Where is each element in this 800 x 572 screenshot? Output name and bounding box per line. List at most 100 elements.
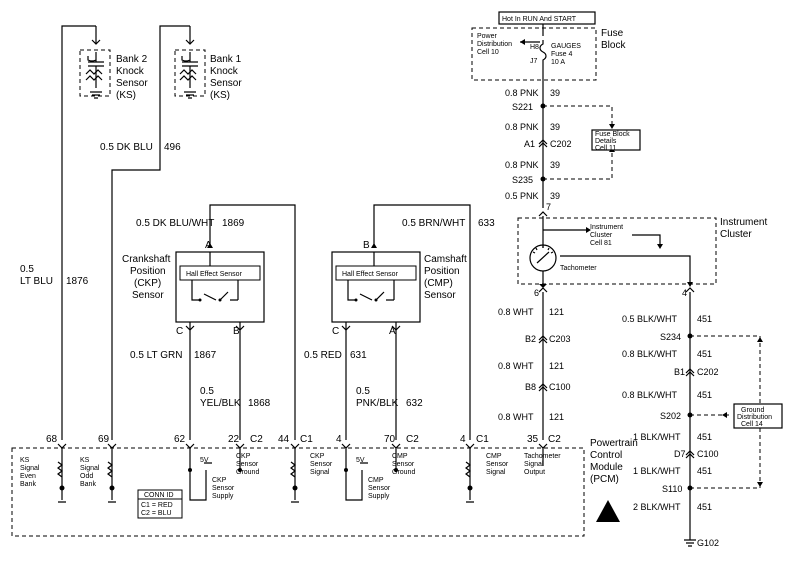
pin-22: 22 xyxy=(228,434,240,445)
ckp-wire-1867-circuit: 1867 xyxy=(194,350,217,361)
ckp-wire-1868-size: 0.5 xyxy=(200,386,214,397)
c202-pin-a1: A1 xyxy=(524,139,535,149)
h8-pin: H8 xyxy=(530,44,539,51)
ckp-hall-label: Hall Effect Sensor xyxy=(186,271,243,278)
tach-wire-1: 0.8 WHT xyxy=(498,307,534,317)
connector-c203 xyxy=(538,335,548,344)
cmp-sensor-box xyxy=(331,251,421,323)
cmp-signal-2: Sensor xyxy=(486,461,509,468)
ks-even-1: KS xyxy=(20,457,30,464)
wire-pnk-1-circuit: 39 xyxy=(550,88,560,98)
ckp-wire-1868-circuit: 1868 xyxy=(248,398,271,409)
c202-pin-b1: B1 xyxy=(674,367,685,377)
gnd-wire-5-circuit: 451 xyxy=(697,466,712,476)
cmp-label-4: Sensor xyxy=(424,290,456,301)
ckp-pin-c: C xyxy=(176,326,183,337)
bank1-label-1: Bank 1 xyxy=(210,54,242,65)
gnd-wire-6: 2 BLK/WHT xyxy=(633,502,681,512)
ks-wire-1876-circuit: 1876 xyxy=(66,276,89,287)
c100-pin-d7: D7 xyxy=(674,449,686,459)
pin-69: 69 xyxy=(98,434,110,445)
cmp-supply-2: Sensor xyxy=(368,485,391,492)
tach-out-1: Tachometer xyxy=(524,453,561,460)
wire-pnk-4: 0.5 PNK xyxy=(505,191,539,201)
gnd-wire-2: 0.8 BLK/WHT xyxy=(622,349,678,359)
ckp-pin-b: B xyxy=(233,326,240,337)
cmp-label-1: Camshaft xyxy=(424,254,467,265)
bank2-label-1: Bank 2 xyxy=(116,54,148,65)
bank2-label-2: Knock xyxy=(116,66,145,77)
pin-22-conn: C2 xyxy=(250,434,263,445)
cluster-pin-6: 6 xyxy=(534,288,539,298)
cluster-ref-3: Cell 81 xyxy=(590,240,612,247)
ckp-label-3: (CKP) xyxy=(134,278,161,289)
c203-pin: B2 xyxy=(525,334,536,344)
pin-4-conn: C1 xyxy=(476,434,489,445)
c100-pin-b8: B8 xyxy=(525,382,536,392)
pcm-title-4: (PCM) xyxy=(590,474,619,485)
ckp-sensor-box xyxy=(175,251,265,323)
splice-s235-label: S235 xyxy=(512,175,533,185)
cluster-ref-2: Cluster xyxy=(590,232,613,239)
tach-out-3: Output xyxy=(524,469,545,476)
ckp-wire-1868-color: YEL/BLK xyxy=(200,398,241,409)
ckp-signal-3: Signal xyxy=(310,469,330,476)
cmp-ground-1: CMP xyxy=(392,453,408,460)
cmp-pin-b: B xyxy=(363,240,370,251)
fuse-details-2: Details xyxy=(595,138,617,145)
pin-44-conn: C1 xyxy=(300,434,313,445)
bank1-label-4: (KS) xyxy=(210,90,230,101)
ckp-supply-2: Sensor xyxy=(212,485,235,492)
gauges-fuse-3: 10 A xyxy=(551,59,565,66)
bank2-knock-sensor xyxy=(79,26,111,99)
cmp-label-2: Position xyxy=(424,266,460,277)
power-dist-ref-2: Distribution xyxy=(477,41,512,48)
fuse-block-title: Fuse xyxy=(601,28,624,39)
gnd-dist-3: Cell 14 xyxy=(741,421,763,428)
cmp-ground-3: Ground xyxy=(392,469,415,476)
pin-70-conn: C2 xyxy=(406,434,419,445)
ks-wire-1876-size: 0.5 xyxy=(20,264,34,275)
ckp-5v: 5V xyxy=(200,457,209,464)
pin-68: 68 xyxy=(46,434,58,445)
splice-s110-label: S110 xyxy=(662,484,682,494)
pin-35-conn: C2 xyxy=(548,434,561,445)
wire-pnk-2-circuit: 39 xyxy=(550,122,560,132)
gnd-wire-1: 0.5 BLK/WHT xyxy=(622,314,678,324)
ckp-ground-1: CKP xyxy=(236,453,251,460)
ckp-signal-1: CKP xyxy=(310,453,325,460)
cmp-ground-2: Sensor xyxy=(392,461,415,468)
ckp-ground-3: Ground xyxy=(236,469,259,476)
j7-pin: J7 xyxy=(530,58,538,65)
gnd-wire-1-circuit: 451 xyxy=(697,314,712,324)
g102-label: G102 xyxy=(697,538,719,548)
pcm-outline xyxy=(11,447,585,537)
conn-id-c1: C1 = RED xyxy=(141,502,173,509)
ks-odd-4: Bank xyxy=(80,481,96,488)
gnd-dist-2: Distribution xyxy=(737,414,772,421)
tach-wire-3: 0.8 WHT xyxy=(498,412,534,422)
gauges-fuse-2: Fuse 4 xyxy=(551,51,573,58)
instrument-cluster-outline xyxy=(517,217,717,285)
gnd-wire-4-circuit: 451 xyxy=(697,432,712,442)
fuse-block-details-box xyxy=(591,129,641,151)
gauges-fuse-1: GAUGES xyxy=(551,43,581,50)
wire-pnk-3: 0.8 PNK xyxy=(505,160,539,170)
bank1-label-3: Sensor xyxy=(210,78,242,89)
gnd-wire-2-circuit: 451 xyxy=(697,349,712,359)
ground-distribution-box xyxy=(733,403,783,429)
ckp-wire-1869: 0.5 DK BLU/WHT xyxy=(136,218,214,229)
cmp-signal-1: CMP xyxy=(486,453,502,460)
cmp-signal-3: Signal xyxy=(486,469,506,476)
ks-even-3: Even xyxy=(20,473,36,480)
ks-wire-1876-color: LT BLU xyxy=(20,276,53,287)
cmp-hall-label: Hall Effect Sensor xyxy=(342,271,399,278)
ks-wire-496: 0.5 DK BLU xyxy=(100,142,153,153)
connector-c100-b8 xyxy=(538,383,548,392)
wire-pnk-4-circuit: 39 xyxy=(550,191,560,201)
fuse-block-outline xyxy=(471,27,597,81)
ckp-label-2: Position xyxy=(130,266,166,277)
tachometer-label: Tachometer xyxy=(560,265,597,272)
splice-s234-label: S234 xyxy=(660,332,681,342)
